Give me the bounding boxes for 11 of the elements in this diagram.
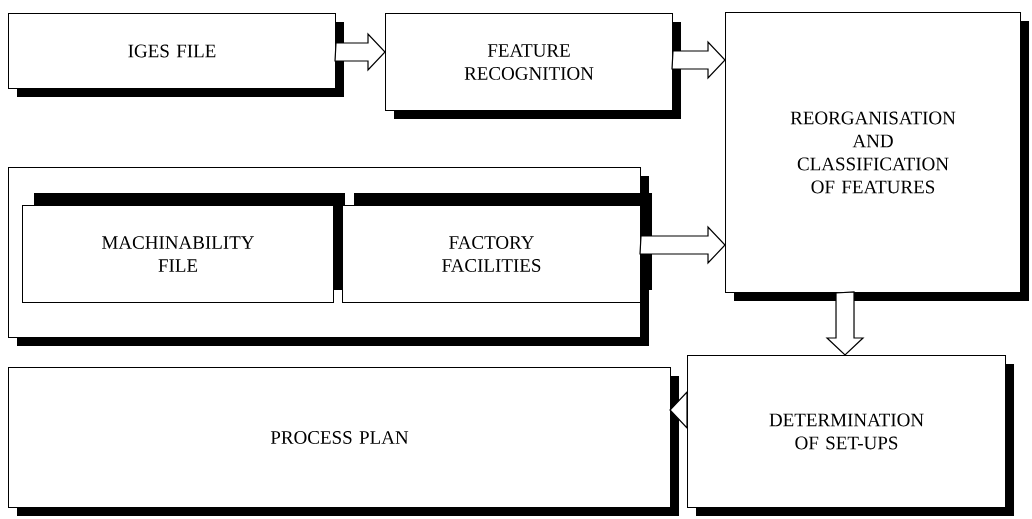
process-box: PROCESS PLAN xyxy=(8,367,679,516)
block-arrow xyxy=(334,32,386,72)
process-box: FEATURE RECOGNITION xyxy=(385,13,681,119)
block-arrow xyxy=(825,291,865,356)
process-box: FACTORY FACILITIES xyxy=(342,193,652,303)
process-box: MACHINABILITY FILE xyxy=(22,193,345,303)
process-box: DETERMINATION OF SET-UPS xyxy=(687,355,1014,516)
process-box: IGES FILE xyxy=(8,13,344,97)
process-box: REORGANISATION AND CLASSIFICATION OF FEATURES xyxy=(725,12,1029,301)
block-arrow xyxy=(639,225,726,265)
block-arrow xyxy=(671,40,726,80)
